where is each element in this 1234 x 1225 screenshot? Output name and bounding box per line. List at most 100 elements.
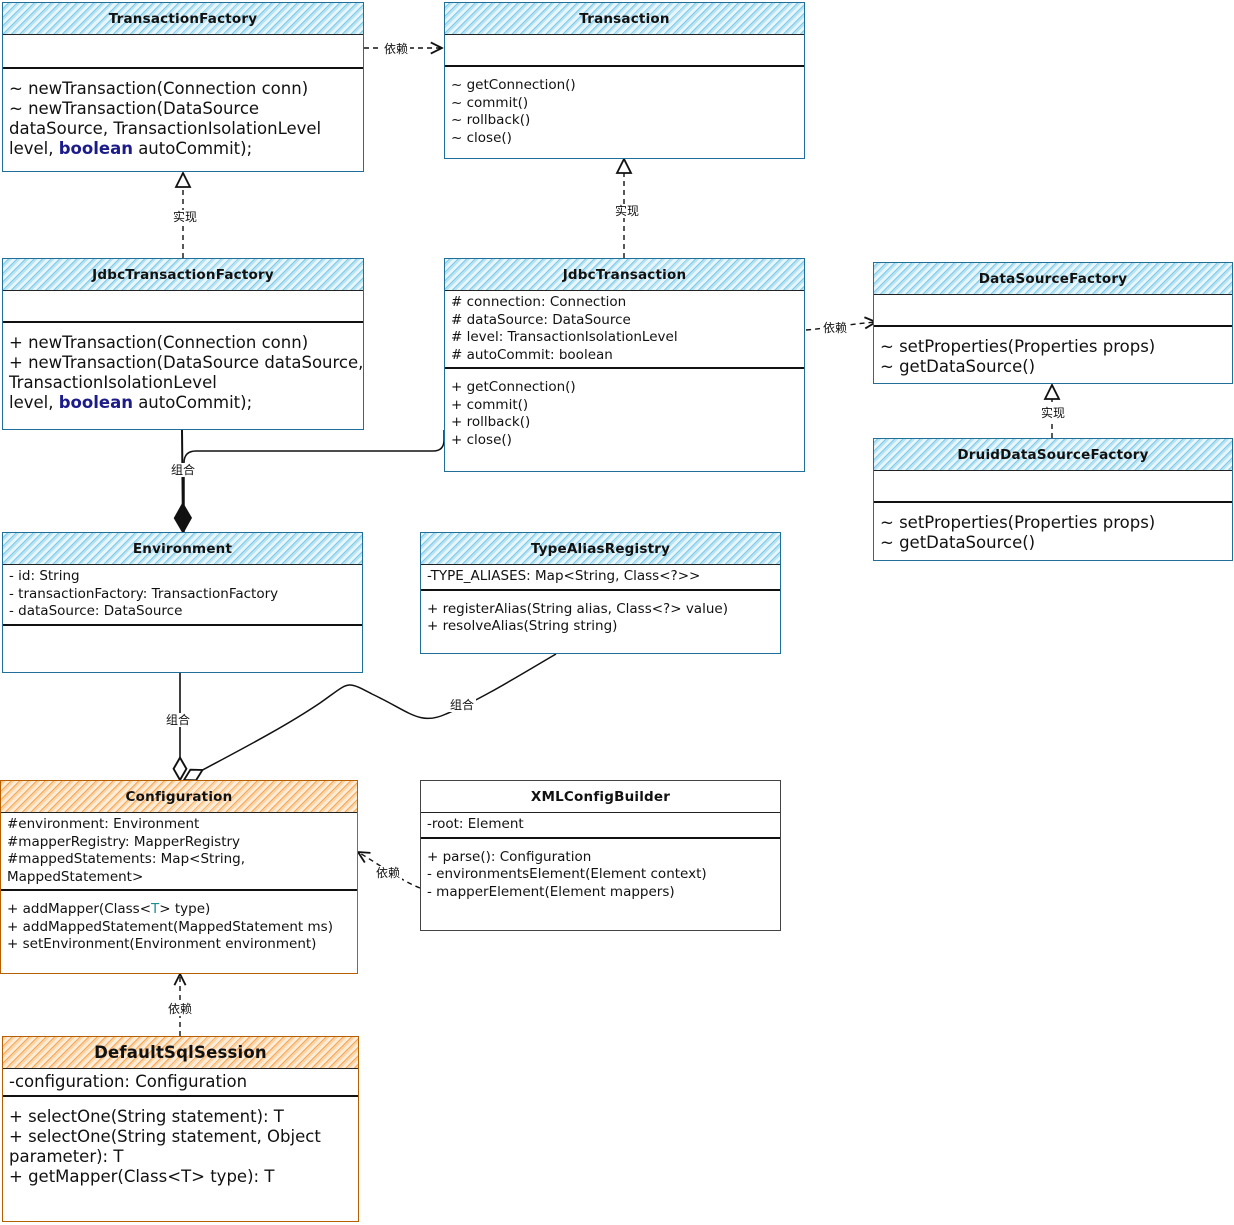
method: + newTransaction(DataSource dataSource, [9, 353, 364, 372]
attribute: -TYPE_ALIASES: Map<String, Class<?>> [427, 568, 701, 584]
class-name: TypeAliasRegistry [421, 533, 780, 565]
class-name: DruidDataSourceFactory [874, 439, 1232, 471]
attribute: #mappedStatements: Map<String, [7, 851, 246, 867]
edge-label-tf-transaction: 依赖 [382, 42, 411, 56]
class-jdbc-transaction-factory: JdbcTransactionFactory + newTransaction(C… [2, 258, 364, 430]
class-name: JdbcTransactionFactory [3, 259, 363, 291]
method-section: + getConnection()+ commit()+ rollback()+… [445, 369, 804, 452]
method-section: + registerAlias(String alias, Class<?> v… [421, 591, 780, 639]
method: ~ getDataSource() [880, 533, 1036, 552]
method: dataSource, TransactionIsolationLevel [9, 119, 322, 138]
method-section: + selectOne(String statement): T+ select… [3, 1097, 358, 1190]
method: + getMapper(Class<T> type): T [9, 1167, 275, 1186]
method-section: ~ setProperties(Properties props)~ getDa… [874, 327, 1232, 380]
method: + addMappedStatement(MappedStatement ms) [7, 918, 333, 935]
attribute-section [3, 291, 363, 323]
edge-label-jt-dsf: 依赖 [821, 321, 850, 335]
attribute-section: # connection: Connection# dataSource: Da… [445, 291, 804, 369]
method: + parse(): Configuration [427, 848, 592, 865]
class-configuration: Configuration#environment: Environment#m… [0, 780, 358, 974]
class-name: Environment [3, 533, 362, 565]
attribute: #environment: Environment [7, 816, 200, 832]
attribute-section [445, 35, 804, 67]
edge-label-jtf-implements: 实现 [171, 210, 200, 224]
edge-label-tar-compose: 组合 [448, 698, 477, 712]
method: level, boolean autoCommit); [9, 393, 253, 412]
attribute-section: -root: Element [421, 813, 780, 839]
method-section: + parse(): Configuration- environmentsEl… [421, 839, 780, 905]
method: ~ setProperties(Properties props) [880, 513, 1156, 532]
attribute: - id: String [9, 568, 80, 584]
method-section: ~ getConnection()~ commit()~ rollback()~… [445, 67, 804, 150]
edge-xcb-to-config [358, 852, 421, 889]
attribute: - transactionFactory: TransactionFactory [9, 585, 279, 602]
class-transaction: Transaction~ getConnection()~ commit()~ … [444, 2, 805, 159]
method: + selectOne(String statement, Object [9, 1127, 321, 1146]
method: + resolveAlias(String string) [427, 618, 618, 634]
method: ~ newTransaction(DataSource [9, 99, 260, 118]
method: parameter): T [9, 1147, 124, 1166]
method: + selectOne(String statement): T [9, 1107, 284, 1126]
class-name: DataSourceFactory [874, 263, 1232, 295]
class-name: Transaction [445, 3, 804, 35]
keyword-boolean: boolean [58, 139, 133, 158]
edge-label-xcb-depends: 依赖 [374, 866, 403, 880]
edge-label-config-compose: 组合 [164, 713, 193, 727]
attribute-section: -configuration: Configuration [3, 1069, 358, 1097]
method-section: ~ newTransaction(Connection conn)~ newTr… [3, 69, 363, 162]
method: ~ getDataSource() [880, 357, 1036, 376]
class-druid-data-source-factory: DruidDataSourceFactory ~ setProperties(Pr… [873, 438, 1233, 561]
type-param: T [151, 901, 160, 917]
attribute: MappedStatement> [7, 868, 144, 885]
class-name: XMLConfigBuilder [421, 781, 780, 813]
attribute-section: -TYPE_ALIASES: Map<String, Class<?>> [421, 565, 780, 591]
method: ~ newTransaction(Connection conn) [9, 79, 309, 98]
method: ~ commit() [451, 94, 529, 111]
class-xml-config-builder: XMLConfigBuilder -root: Element + parse():… [420, 780, 781, 931]
edge-label-ddsf-implements: 实现 [1039, 406, 1068, 420]
method-section: ~ setProperties(Properties props)~ getDa… [874, 503, 1232, 556]
edge-label-dss-depends: 依赖 [166, 1002, 195, 1016]
method: + setEnvironment(Environment environment… [7, 936, 317, 952]
method: - mapperElement(Element mappers) [427, 883, 675, 900]
attribute: #mapperRegistry: MapperRegistry [7, 833, 241, 850]
method: - environmentsElement(Element context) [427, 866, 707, 882]
method: TransactionIsolationLevel [9, 373, 217, 392]
method: + addMapper(Class<T> type) [7, 901, 211, 917]
attribute: # level: TransactionIsolationLevel [451, 329, 678, 345]
edge-label-env-compose: 组合 [169, 463, 198, 477]
class-name: JdbcTransaction [445, 259, 804, 291]
class-name: TransactionFactory [3, 3, 363, 35]
keyword-boolean: boolean [58, 393, 133, 412]
method: level, boolean autoCommit); [9, 139, 253, 158]
method: ~ rollback() [451, 112, 531, 128]
edge-jt-to-dsf [805, 322, 876, 331]
attribute: # connection: Connection [451, 294, 627, 310]
method: + rollback() [451, 414, 531, 430]
attribute: -root: Element [427, 816, 524, 832]
class-environment: Environment- id: String- transactionFact… [2, 532, 363, 673]
attribute-section [874, 295, 1232, 327]
attribute: # dataSource: DataSource [451, 311, 631, 328]
method: + newTransaction(Connection conn) [9, 333, 309, 352]
attribute-section: #environment: Environment#mapperRegistry… [1, 813, 357, 891]
class-name: Configuration [1, 781, 357, 813]
attribute-section [3, 35, 363, 69]
method-section: + addMapper(Class<T> type)+ addMappedSta… [1, 891, 357, 957]
class-jdbc-transaction: JdbcTransaction# connection: Connection#… [444, 258, 805, 472]
attribute-section [874, 471, 1232, 503]
method: + registerAlias(String alias, Class<?> v… [427, 600, 728, 617]
edge-jtf-composes-env [173, 429, 193, 535]
attribute-section: - id: String- transactionFactory: Transa… [3, 565, 362, 626]
method: + close() [451, 431, 512, 448]
class-default-sql-session: DefaultSqlSession-configuration: Configu… [2, 1036, 359, 1222]
edge-tar-composes-config [184, 653, 557, 780]
method: ~ getConnection() [451, 77, 576, 93]
edge-label-jt-implements: 实现 [613, 204, 642, 218]
method: ~ setProperties(Properties props) [880, 337, 1156, 356]
method: ~ close() [451, 129, 512, 146]
method: + getConnection() [451, 379, 576, 395]
attribute: -configuration: Configuration [9, 1072, 248, 1091]
method-section [3, 626, 362, 639]
method-section: + newTransaction(Connection conn)+ newTr… [3, 323, 363, 416]
